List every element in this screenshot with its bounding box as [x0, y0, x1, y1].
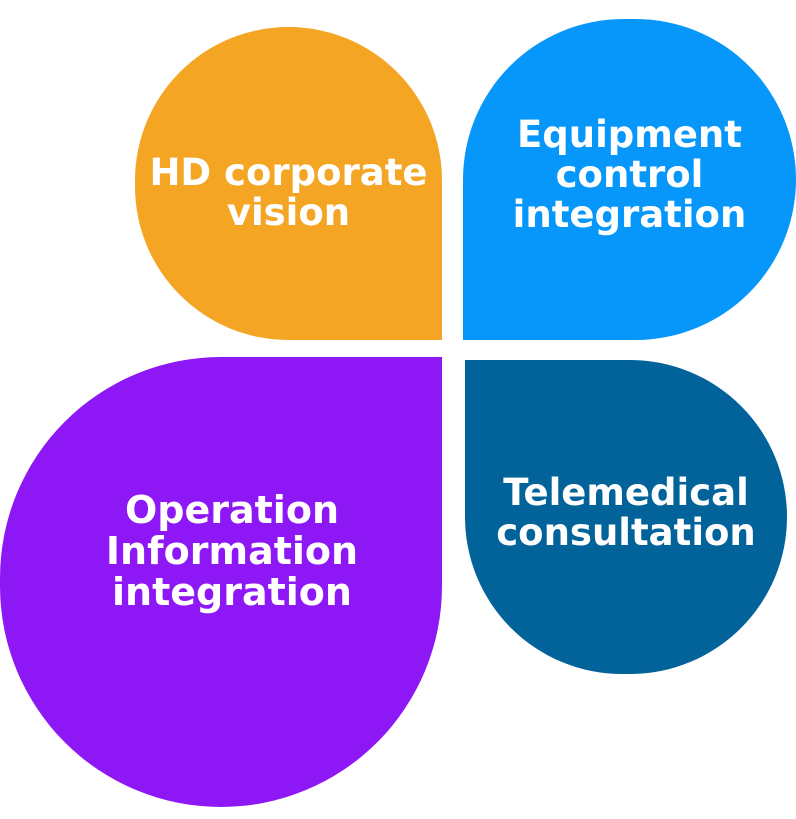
petal-label-line: control	[555, 152, 704, 196]
petal-equipment-control-integration: Equipment control integration	[463, 19, 796, 340]
petal-label-line: Telemedical	[503, 471, 749, 514]
petal-label-line: vision	[226, 190, 351, 234]
petal-operation-information-integration: Operation Information integration	[0, 357, 442, 807]
petal-label-line: integration	[112, 570, 352, 615]
petal-hd-corporate-vision: HD corporate vision	[135, 27, 442, 340]
petal-label-line: consultation	[496, 510, 756, 554]
petal-label: HD corporate vision	[135, 153, 442, 233]
petal-telemedical-consultation: Telemedical consultation	[465, 360, 787, 674]
petal-label-line: Information	[105, 529, 359, 574]
petal-label: Equipment control integration	[463, 115, 796, 235]
petal-label-line: Equipment	[517, 113, 742, 156]
petal-label-line: HD corporate	[149, 151, 428, 194]
petal-label: Operation Information integration	[12, 488, 442, 615]
petal-label: Telemedical consultation	[465, 473, 787, 553]
petal-label-line: Operation	[124, 488, 339, 532]
petal-label-line: integration	[512, 192, 747, 236]
